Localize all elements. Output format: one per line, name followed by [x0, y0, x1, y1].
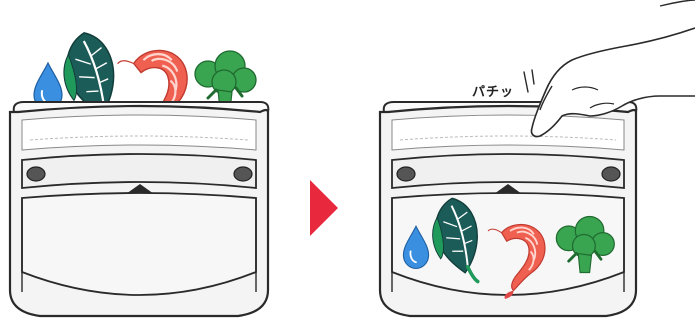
drawer-closed: パチッ [380, 0, 695, 316]
sound-effect-label: パチッ [472, 85, 514, 100]
arrow-right-icon [310, 180, 338, 236]
drawer-open [10, 28, 268, 316]
